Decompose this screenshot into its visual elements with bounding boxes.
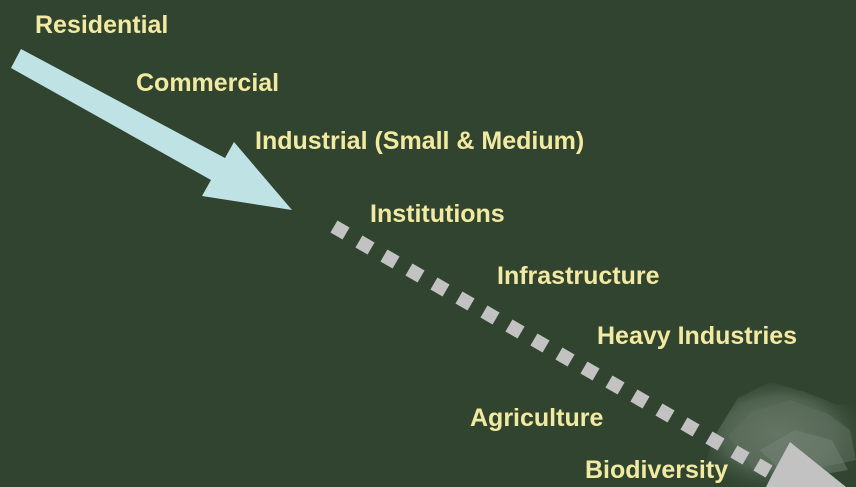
dotted-arrow-dash [680, 417, 700, 437]
dotted-arrow-dash [630, 389, 650, 409]
dotted-arrow-dash [655, 403, 675, 423]
dotted-arrow-dash [605, 375, 625, 395]
dotted-arrow-dash [530, 333, 550, 353]
dotted-arrow-dash [330, 220, 350, 240]
label-infrastructure: Infrastructure [497, 262, 660, 290]
dotted-arrow-dash [355, 235, 375, 255]
dotted-arrow-head [766, 442, 846, 487]
label-agriculture: Agriculture [470, 404, 604, 432]
dotted-arrow-dash [430, 277, 450, 297]
dotted-arrow-dash [505, 319, 525, 339]
dotted-arrow-dash [705, 431, 725, 451]
dotted-arrow-dash [380, 249, 400, 269]
dotted-arrow [330, 220, 846, 487]
solid-arrow [11, 49, 292, 210]
dotted-arrow-dash [405, 263, 425, 283]
dotted-arrow-dash [730, 445, 750, 465]
label-biodiversity: Biodiversity [585, 456, 729, 484]
dotted-arrow-dash [580, 361, 600, 381]
dotted-arrow-dash [753, 458, 773, 478]
label-residential: Residential [35, 11, 169, 39]
label-commercial: Commercial [136, 69, 280, 97]
dotted-arrow-dash [480, 305, 500, 325]
label-heavy-industries: Heavy Industries [597, 322, 798, 350]
dotted-arrow-dash [455, 291, 475, 311]
label-institutions: Institutions [370, 200, 505, 228]
label-industrial: Industrial (Small & Medium) [255, 127, 585, 155]
dotted-arrow-dash [555, 347, 575, 367]
